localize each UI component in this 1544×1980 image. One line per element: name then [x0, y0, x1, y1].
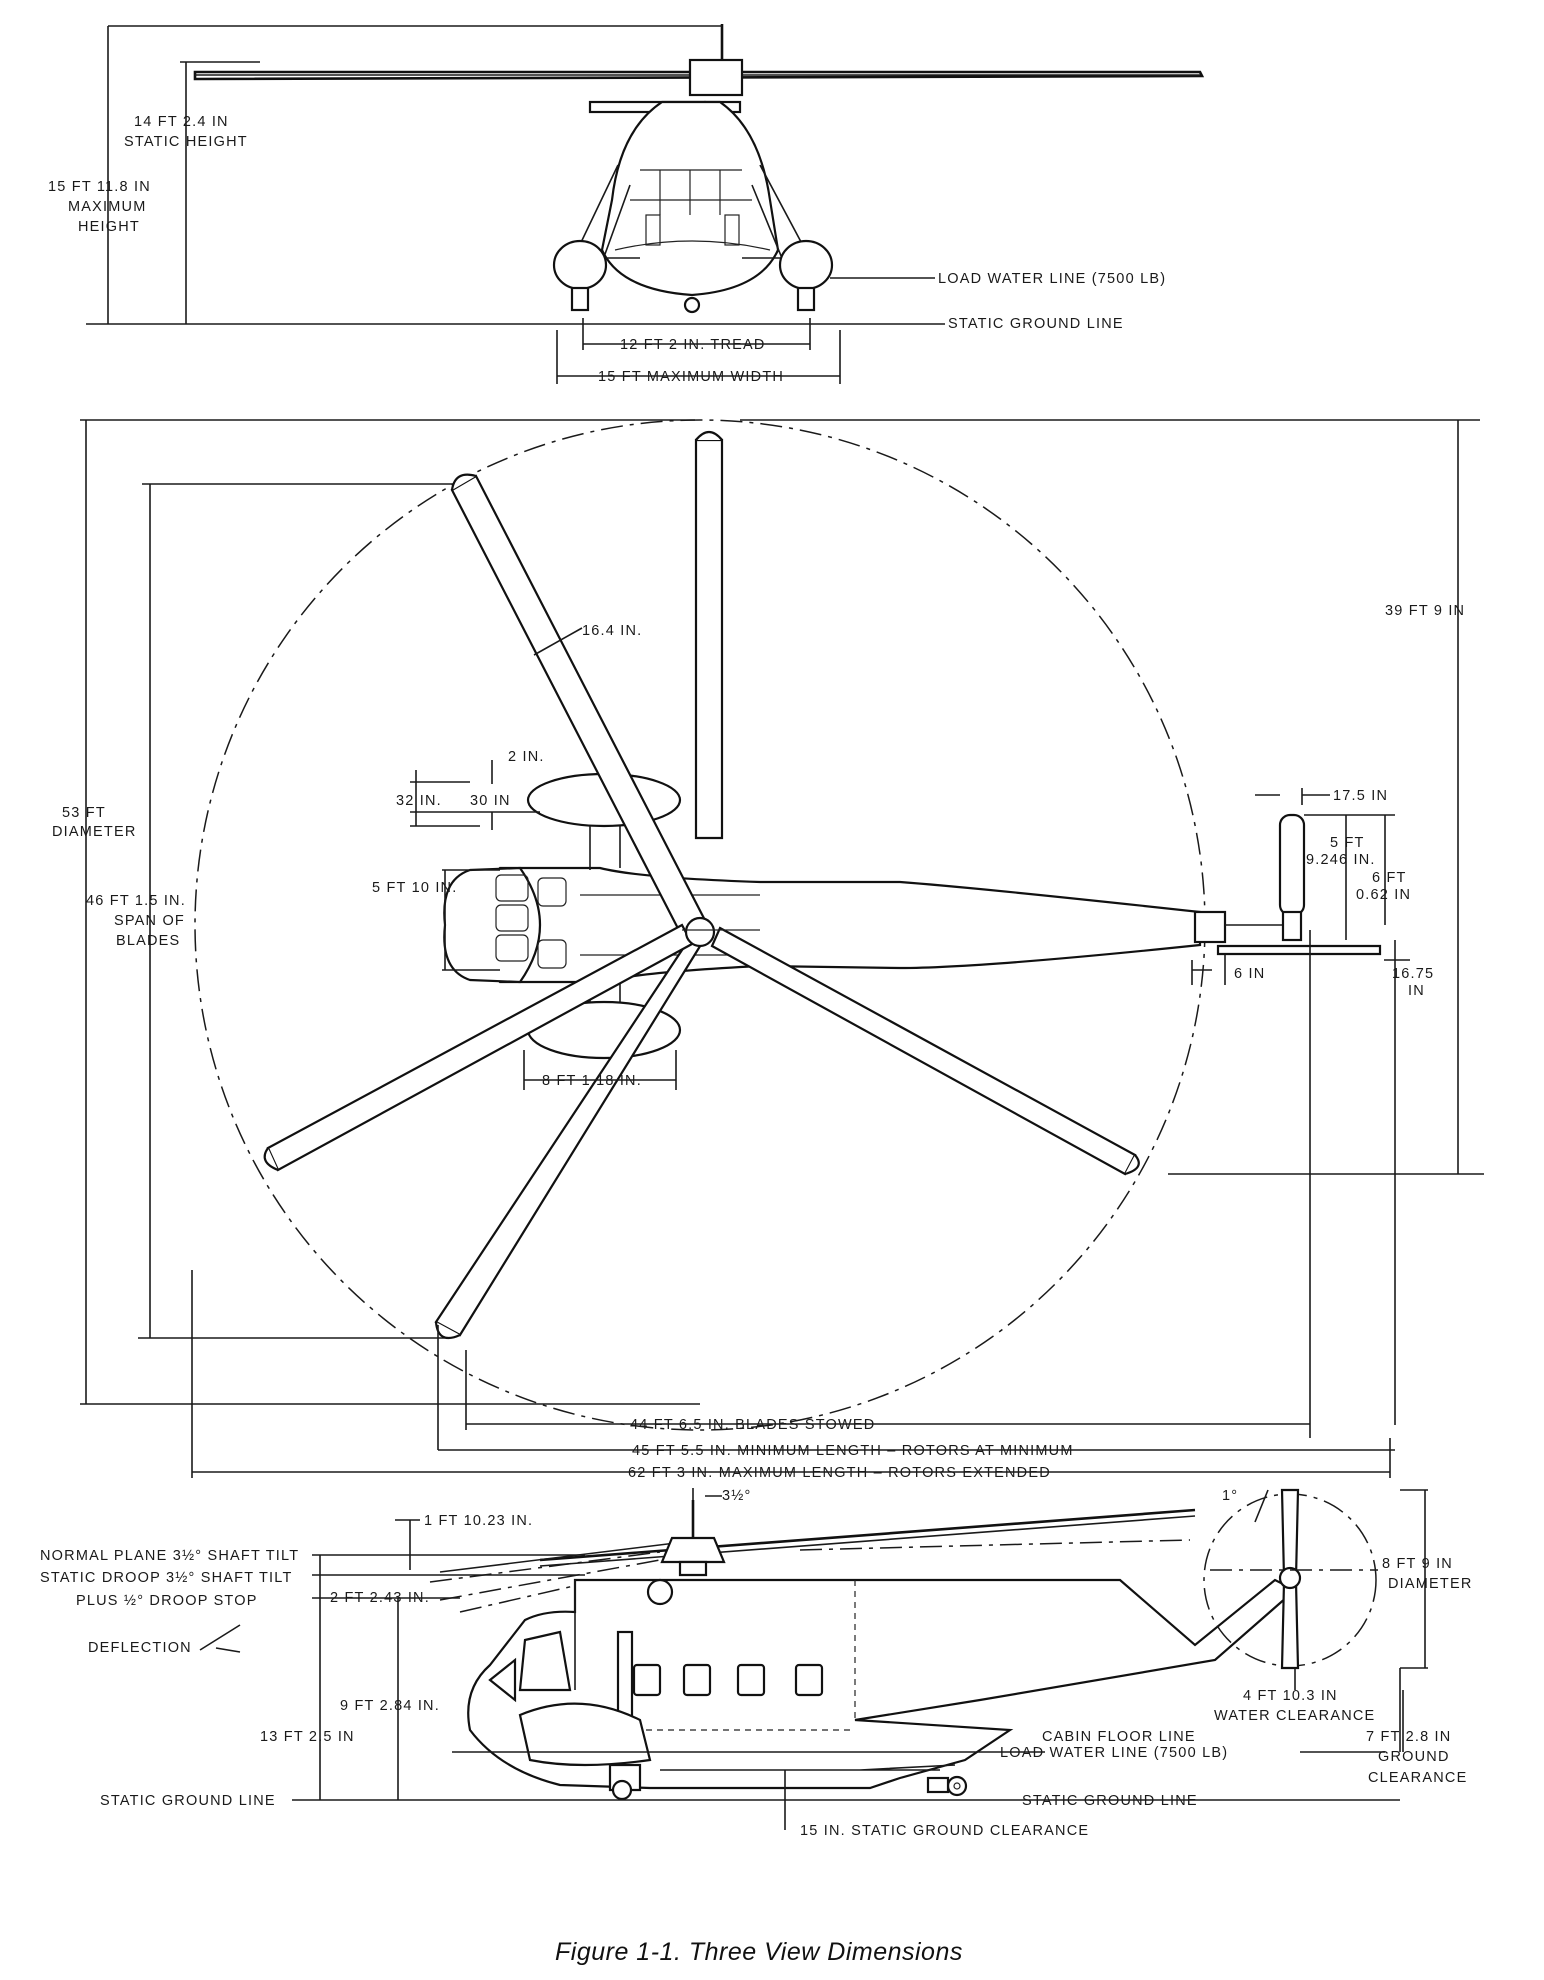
front-left-float	[552, 239, 608, 291]
ground-clearance-label-3: CLEARANCE	[1368, 1770, 1467, 1786]
front-left-wheel	[570, 286, 590, 312]
front-tail-wheel	[683, 296, 701, 314]
static-height-label-1: 14 FT 2.4 IN	[134, 114, 229, 130]
front-right-float	[778, 239, 834, 291]
plus-droop-stop-label: PLUS ½° DROOP STOP	[76, 1593, 258, 1609]
droop-dim-label: 2 FT 2.43 IN.	[330, 1590, 430, 1606]
rotor-diameter-label-1: 53 FT	[62, 805, 106, 821]
hub-height-label: 1 FT 10.23 IN.	[424, 1513, 533, 1529]
float-width-inner-label: 30 IN	[470, 793, 511, 809]
side-cockpit-window	[518, 1630, 572, 1692]
tail-dim-b-label-2: 0.62 IN	[1356, 887, 1411, 903]
side-tail-wheel	[946, 1775, 968, 1797]
maximum-length-label: 62 FT 3 IN. MAXIMUM LENGTH – ROTORS EXTE…	[628, 1465, 1051, 1481]
cabin-height-label: 9 FT 2.84 IN.	[340, 1698, 440, 1714]
static-height-label-2: STATIC HEIGHT	[124, 134, 248, 150]
tail-rotor-height-label-2: IN	[1408, 983, 1425, 999]
tail-hub-offset-label: 6 IN	[1234, 966, 1265, 982]
side-fuselage	[467, 1578, 1297, 1790]
float-length-label: 8 FT 1.18 IN.	[542, 1073, 642, 1089]
top-cockpit	[443, 866, 542, 984]
static-ground-clearance-label: 15 IN. STATIC GROUND CLEARANCE	[800, 1823, 1089, 1839]
tail-rotor-blade-lower	[1280, 1580, 1300, 1670]
overall-width-label: 39 FT 9 IN	[1385, 603, 1465, 619]
cabin-window-3	[736, 1663, 766, 1697]
cabin-window-4	[794, 1663, 824, 1697]
tail-rotor-blade-upper	[1280, 1488, 1300, 1580]
front-rotor-head	[688, 58, 744, 97]
tail-dim-a-label-1: 5 FT	[1330, 835, 1365, 851]
tread-label: 12 FT 2 IN. TREAD	[620, 337, 766, 353]
tail-rotor-height-label-1: 16.75	[1392, 966, 1434, 982]
tail-rotor-diameter-label-1: 8 FT 9 IN	[1382, 1556, 1453, 1572]
blade-span-label-2: SPAN OF	[114, 913, 185, 929]
front-load-water-line-label: LOAD WATER LINE (7500 LB)	[938, 271, 1166, 287]
tail-rotor-blade	[1216, 944, 1382, 956]
side-rotor-head	[660, 1536, 726, 1564]
top-view: 39 FT 9 IN 53 FT DIAMETER 46 FT 1.5 IN. …	[52, 419, 1484, 1481]
max-height-label-3: HEIGHT	[78, 219, 140, 235]
tail-rotor-offset-label: 17.5 IN	[1333, 788, 1388, 804]
side-view: 3½° 1 FT 10.23 IN. 1° NORMAL PLANE 3½° S…	[40, 1488, 1473, 1839]
max-width-label: 15 FT MAXIMUM WIDTH	[598, 369, 784, 385]
tail-dim-a-label-2: 9.246 IN.	[1306, 852, 1376, 868]
cabin-window-2	[682, 1663, 712, 1697]
fuselage-width-label: 5 FT 10 IN.	[372, 880, 457, 896]
top-fuselage	[468, 866, 1202, 984]
ground-clearance-label-2: GROUND	[1378, 1749, 1450, 1765]
float-offset-label: 2 IN.	[508, 749, 545, 765]
tail-rotor-diameter-label-2: DIAMETER	[1388, 1576, 1473, 1592]
tail-gearbox	[1281, 910, 1303, 942]
water-clearance-label-1: 4 FT 10.3 IN	[1243, 1688, 1338, 1704]
water-clearance-label-2: WATER CLEARANCE	[1214, 1708, 1375, 1724]
ground-clearance-label-1: 7 FT 2.8 IN	[1366, 1729, 1451, 1745]
tail-boom-end	[1193, 910, 1227, 944]
cabin-floor-line-label: CABIN FLOOR LINE	[1042, 1729, 1196, 1745]
float-width-outer-label: 32 IN.	[396, 793, 442, 809]
side-float	[518, 1702, 652, 1767]
front-static-ground-line-label: STATIC GROUND LINE	[948, 316, 1124, 332]
tail-tilt-label: 1°	[1222, 1488, 1238, 1504]
normal-plane-label: NORMAL PLANE 3½° SHAFT TILT	[40, 1548, 299, 1564]
side-static-ground-line-right-label: STATIC GROUND LINE	[1022, 1793, 1198, 1809]
blade-span-label-3: BLADES	[116, 933, 180, 949]
side-load-water-line-label: LOAD WATER LINE (7500 LB)	[1000, 1745, 1228, 1761]
tail-rotor-pylon	[1278, 813, 1306, 917]
stowed-blade-top	[694, 438, 724, 840]
deflection-label: DEFLECTION	[88, 1640, 192, 1656]
static-droop-label: STATIC DROOP 3½° SHAFT TILT	[40, 1570, 293, 1586]
overall-height-label: 13 FT 2.5 IN	[260, 1729, 355, 1745]
top-rotor-hub	[684, 916, 716, 948]
shaft-tilt-angle-label: 3½°	[722, 1488, 752, 1504]
figure-caption: Figure 1-1. Three View Dimensions	[555, 1938, 963, 1966]
side-main-wheel	[611, 1779, 633, 1801]
blades-stowed-label: 44 FT 6.5 IN. BLADES STOWED	[630, 1417, 875, 1433]
blade-span-label-1: 46 FT 1.5 IN.	[86, 893, 186, 909]
cabin-window-1	[632, 1663, 662, 1697]
front-main-rotor-blade	[193, 70, 1205, 81]
minimum-length-label: 45 FT 5.5 IN. MINIMUM LENGTH – ROTORS AT…	[632, 1443, 1074, 1459]
front-right-wheel	[796, 286, 816, 312]
tail-dim-b-label-1: 6 FT	[1372, 870, 1407, 886]
side-static-ground-line-left-label: STATIC GROUND LINE	[100, 1793, 276, 1809]
max-height-label-2: MAXIMUM	[68, 199, 146, 215]
side-exhaust-port	[646, 1578, 674, 1606]
max-height-label-1: 15 FT 11.8 IN	[48, 179, 151, 195]
blade-chord-label: 16.4 IN.	[582, 623, 642, 639]
side-main-rotor-blade	[539, 1508, 1196, 1562]
front-view: 14 FT 2.4 IN STATIC HEIGHT 15 FT 11.8 IN…	[48, 24, 1205, 385]
rotor-diameter-label-2: DIAMETER	[52, 824, 137, 840]
